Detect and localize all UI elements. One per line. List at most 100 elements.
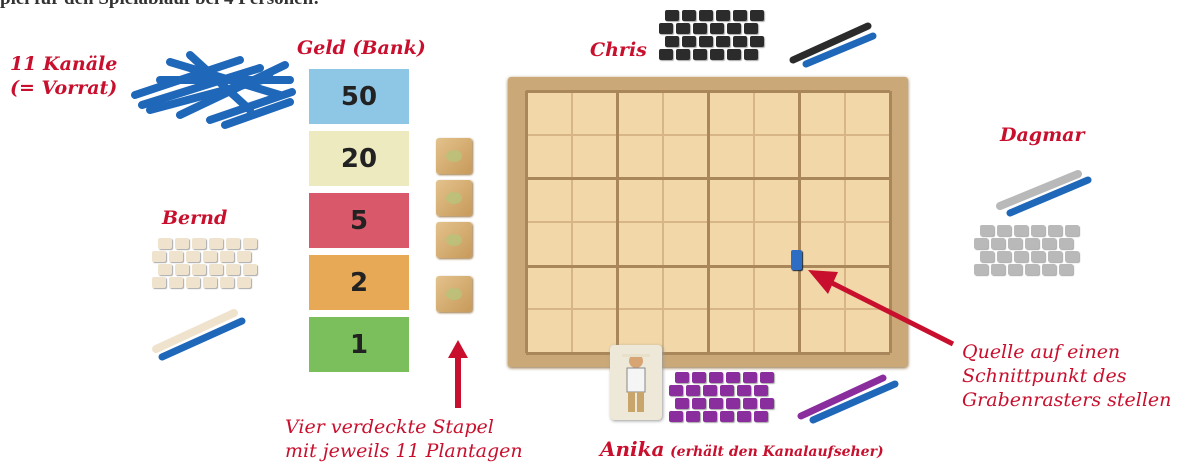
source-marker[interactable] bbox=[791, 250, 802, 270]
plantation-marker bbox=[980, 225, 994, 236]
canals-label-line2: (= Vorrat) bbox=[10, 76, 117, 100]
stacks-arrow bbox=[448, 340, 468, 410]
plantation-marker bbox=[709, 372, 723, 383]
plantation-marker bbox=[1059, 238, 1073, 249]
plantation-marker bbox=[169, 277, 183, 288]
ditch-line-horizontal bbox=[526, 352, 890, 355]
plantation-marker bbox=[727, 49, 741, 60]
board-cell bbox=[617, 178, 663, 222]
board-cell bbox=[617, 222, 663, 266]
plantation-marker bbox=[152, 251, 166, 262]
board-cell bbox=[572, 178, 618, 222]
plantation-marker bbox=[659, 49, 673, 60]
plantation-marker bbox=[733, 36, 747, 47]
board-cell bbox=[572, 135, 618, 179]
plantation-marker bbox=[699, 10, 713, 21]
ditch-line-vertical bbox=[616, 91, 619, 353]
plantation-marker bbox=[152, 277, 166, 288]
plantation-marker bbox=[716, 10, 730, 21]
header-text-cutoff: piel für den Spielablauf bei 4 Personen: bbox=[0, 0, 320, 10]
plantation-marker bbox=[692, 372, 706, 383]
plantation-marker bbox=[1014, 251, 1028, 262]
plantation-marker bbox=[991, 264, 1005, 275]
plantation-marker bbox=[743, 372, 757, 383]
board-cell bbox=[663, 266, 709, 310]
board-cell bbox=[526, 222, 572, 266]
plantation-marker bbox=[192, 264, 206, 275]
plantation-marker bbox=[997, 225, 1011, 236]
plantation-marker bbox=[1008, 264, 1022, 275]
source-arrow bbox=[808, 268, 958, 348]
plantation-marker bbox=[209, 238, 223, 249]
plantation-marker bbox=[665, 10, 679, 21]
banknote-5: 5 bbox=[308, 192, 410, 249]
plantation-marker bbox=[659, 23, 673, 34]
plantation-marker bbox=[243, 264, 257, 275]
plantation-marker bbox=[737, 385, 751, 396]
board-cell bbox=[663, 222, 709, 266]
plantation-marker bbox=[760, 372, 774, 383]
banknote-20-value: 20 bbox=[309, 144, 409, 174]
plantation-marker bbox=[675, 398, 689, 409]
plantation-marker bbox=[682, 36, 696, 47]
board-cell bbox=[708, 178, 754, 222]
plantation-marker bbox=[192, 238, 206, 249]
player-anika-canals bbox=[795, 370, 905, 425]
plantation-marker bbox=[744, 49, 758, 60]
plantation-marker bbox=[1025, 238, 1039, 249]
source-caption: Quelle auf einen Schnittpunkt des Graben… bbox=[962, 340, 1171, 412]
board-cell bbox=[708, 222, 754, 266]
plantation-marker bbox=[1042, 264, 1056, 275]
banknote-50: 50 bbox=[308, 68, 410, 125]
player-bernd-canals bbox=[150, 305, 250, 360]
plantation-marker bbox=[974, 264, 988, 275]
board-cell bbox=[572, 266, 618, 310]
ditch-line-vertical bbox=[525, 91, 528, 353]
board-cell bbox=[754, 309, 800, 353]
board-cell bbox=[526, 178, 572, 222]
board-cell bbox=[845, 178, 891, 222]
plantation-marker bbox=[1014, 225, 1028, 236]
plantation-marker bbox=[754, 411, 768, 422]
canal-supply-sticks bbox=[130, 40, 300, 130]
plantation-stack-4 bbox=[436, 276, 472, 312]
board-cell bbox=[708, 266, 754, 310]
banknote-5-value: 5 bbox=[309, 206, 409, 236]
board-cell bbox=[617, 135, 663, 179]
plantation-marker bbox=[737, 411, 751, 422]
banknote-50-value: 50 bbox=[309, 82, 409, 112]
plantation-marker bbox=[716, 36, 730, 47]
plantation-marker bbox=[743, 398, 757, 409]
player-anika-label: Anika (erhält den Kanalaufseher) bbox=[600, 437, 884, 461]
plantation-marker bbox=[1025, 264, 1039, 275]
board-cell bbox=[845, 135, 891, 179]
stacks-caption-line1: Vier verdeckte Stapel bbox=[285, 415, 523, 439]
plantation-marker bbox=[974, 238, 988, 249]
plantation-marker bbox=[760, 398, 774, 409]
source-caption-line2: Schnittpunkt des bbox=[962, 364, 1171, 388]
banknote-1: 1 bbox=[308, 316, 410, 373]
plantation-stack-1 bbox=[436, 138, 472, 174]
plantation-marker bbox=[209, 264, 223, 275]
board-cell bbox=[572, 91, 618, 135]
plantation-marker bbox=[1059, 264, 1073, 275]
plantation-marker bbox=[710, 23, 724, 34]
money-label: Geld (Bank) bbox=[297, 36, 426, 60]
plantation-marker bbox=[750, 10, 764, 21]
board-cell bbox=[799, 222, 845, 266]
plantation-marker bbox=[693, 23, 707, 34]
board-cell bbox=[754, 178, 800, 222]
plantation-marker bbox=[186, 251, 200, 262]
plantation-marker bbox=[726, 372, 740, 383]
board-cell bbox=[617, 266, 663, 310]
plantation-marker bbox=[243, 238, 257, 249]
banknote-20: 20 bbox=[308, 130, 410, 187]
board-cell bbox=[663, 309, 709, 353]
overseer-icon bbox=[618, 351, 654, 415]
canal-overseer-figure bbox=[610, 345, 662, 420]
board-cell bbox=[572, 222, 618, 266]
board-cell bbox=[708, 91, 754, 135]
plantation-marker bbox=[686, 411, 700, 422]
plantation-marker bbox=[220, 251, 234, 262]
player-bernd-label: Bernd bbox=[162, 206, 227, 230]
